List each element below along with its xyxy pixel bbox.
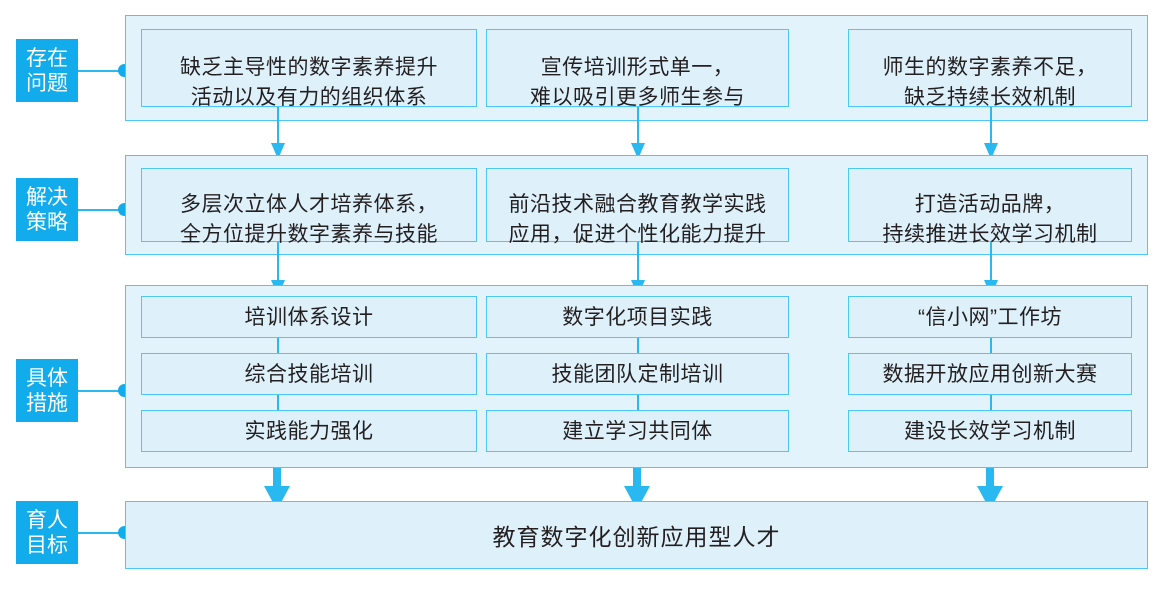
- arrow-problem-2-to-strategy-2: [631, 107, 645, 159]
- connector-line-measures: [78, 390, 131, 392]
- problem-box-2[interactable]: 宣传培训形式单一，难以吸引更多师生参与: [486, 29, 789, 109]
- row-label-problems-line1: 存在: [26, 46, 68, 70]
- problem-box-1-line1: 缺乏主导性的数字素养提升活动以及有力的组织体系: [180, 56, 438, 109]
- row-label-measures-line1: 具体: [26, 366, 68, 390]
- strategy-box-1[interactable]: 多层次立体人才培养体系，全方位提升数字素养与技能: [141, 168, 477, 246]
- measure-box-c2-r1[interactable]: 数字化项目实践: [486, 296, 789, 338]
- arrow-problem-3-to-strategy-3: [984, 107, 998, 159]
- row-label-strategies-line2: 策略: [26, 210, 68, 234]
- strategy-box-1-text: 多层次立体人才培养体系，全方位提升数字素养与技能: [180, 193, 438, 246]
- row-label-measures-line2: 措施: [26, 391, 68, 415]
- row-label-goal-line2: 目标: [26, 533, 68, 557]
- measure-box-c1-r2-text: 综合技能培训: [244, 362, 374, 386]
- measure-box-c2-r3[interactable]: 建立学习共同体: [486, 410, 789, 452]
- measure-box-c1-r3-text: 实践能力强化: [244, 419, 374, 443]
- measure-link-c1-1: [277, 338, 279, 353]
- measure-link-c3-1: [990, 338, 992, 353]
- measure-box-c3-r1-text: “信小网”工作坊: [918, 305, 1062, 329]
- strategy-box-2-text: 前沿技术融合教育教学实践应用，促进个性化能力提升: [508, 193, 767, 246]
- row-label-problems: 存在 问题: [16, 39, 78, 102]
- measure-link-c2-1: [637, 338, 639, 353]
- strategy-box-2[interactable]: 前沿技术融合教育教学实践应用，促进个性化能力提升: [486, 168, 789, 246]
- connector-line-strategies: [78, 209, 131, 211]
- problem-box-3[interactable]: 师生的数字素养不足，缺乏持续长效机制: [848, 29, 1132, 109]
- measure-box-c2-r2-text: 技能团队定制培训: [551, 362, 724, 386]
- problem-box-2-text: 宣传培训形式单一，难以吸引更多师生参与: [530, 56, 745, 109]
- measure-box-c3-r2-text: 数据开放应用创新大赛: [882, 362, 1098, 386]
- measure-box-c1-r1[interactable]: 培训体系设计: [141, 296, 477, 338]
- problem-box-3-text: 师生的数字素养不足，缺乏持续长效机制: [882, 56, 1098, 109]
- measure-box-c1-r2[interactable]: 综合技能培训: [141, 353, 477, 395]
- measure-box-c3-r1[interactable]: “信小网”工作坊: [848, 296, 1132, 338]
- goal-box[interactable]: 教育数字化创新应用型人才: [125, 501, 1148, 569]
- row-label-strategies-line1: 解决: [26, 185, 68, 209]
- connector-line-problems: [78, 70, 131, 72]
- measure-box-c1-r3[interactable]: 实践能力强化: [141, 410, 477, 452]
- measure-box-c3-r3[interactable]: 建设长效学习机制: [848, 410, 1132, 452]
- measure-box-c3-r2[interactable]: 数据开放应用创新大赛: [848, 353, 1132, 395]
- goal-box-text: 教育数字化创新应用型人才: [492, 524, 781, 550]
- measure-link-c1-2: [277, 395, 279, 410]
- strategy-box-3[interactable]: 打造活动品牌，持续推进长效学习机制: [848, 168, 1132, 246]
- connector-line-goal: [78, 532, 131, 534]
- row-label-problems-line2: 问题: [26, 71, 68, 95]
- measure-link-c3-2: [990, 395, 992, 410]
- measure-box-c2-r1-text: 数字化项目实践: [562, 305, 713, 329]
- measure-box-c2-r3-text: 建立学习共同体: [562, 419, 713, 443]
- measure-box-c3-r3-text: 建设长效学习机制: [904, 419, 1076, 443]
- row-label-strategies: 解决 策略: [16, 178, 78, 241]
- arrow-problem-1-to-strategy-1: [271, 107, 285, 159]
- strategy-box-3-text: 打造活动品牌，持续推进长效学习机制: [882, 193, 1098, 246]
- row-label-goal: 育人 目标: [16, 501, 78, 564]
- row-label-measures: 具体 措施: [16, 359, 78, 422]
- problem-box-1[interactable]: 缺乏主导性的数字素养提升活动以及有力的组织体系: [141, 29, 477, 109]
- row-label-goal-line1: 育人: [26, 508, 68, 532]
- measure-link-c2-2: [637, 395, 639, 410]
- measure-box-c1-r1-text: 培训体系设计: [244, 305, 374, 329]
- measure-box-c2-r2[interactable]: 技能团队定制培训: [486, 353, 789, 395]
